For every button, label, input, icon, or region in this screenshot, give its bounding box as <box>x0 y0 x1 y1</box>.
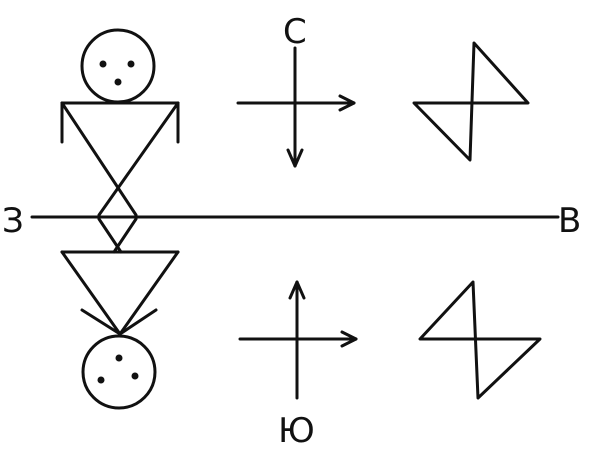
upper-compass-down-arrowhead <box>286 148 304 168</box>
upper-compass-right-arrowhead <box>338 94 356 112</box>
lower-compass: Ю <box>238 280 358 451</box>
upper-compass: С <box>236 12 356 168</box>
lower-compass-right-arrowhead <box>340 330 358 348</box>
lower-head-dot-left <box>97 376 105 384</box>
upper-figure-body-left <box>60 101 138 217</box>
upper-figure-body-right <box>97 101 180 217</box>
lower-bowtie-shape <box>418 280 542 400</box>
upper-head-dot-right <box>127 60 135 68</box>
lower-figure-body-right <box>118 250 180 336</box>
lower-figure-left-arm <box>80 308 122 336</box>
east-label: В <box>558 201 581 241</box>
lower-head-dot-right <box>131 372 139 380</box>
upper-head-dot-left <box>99 60 107 68</box>
lower-figure <box>60 217 180 410</box>
upper-figure-head <box>80 28 156 104</box>
upper-head-dot-mouth <box>114 78 122 86</box>
lower-figure-leg-right <box>112 217 138 254</box>
lower-figure-body-left <box>60 250 122 336</box>
south-label: Ю <box>278 411 315 451</box>
lower-head-dot-top <box>115 354 123 362</box>
upper-bowtie-shape <box>412 41 530 162</box>
lower-compass-up-arrowhead <box>288 280 306 300</box>
lower-figure-right-arm <box>118 308 158 336</box>
upper-figure <box>60 28 180 217</box>
west-label: З <box>2 201 24 241</box>
lower-figure-head <box>81 334 157 410</box>
north-label: С <box>283 12 307 52</box>
